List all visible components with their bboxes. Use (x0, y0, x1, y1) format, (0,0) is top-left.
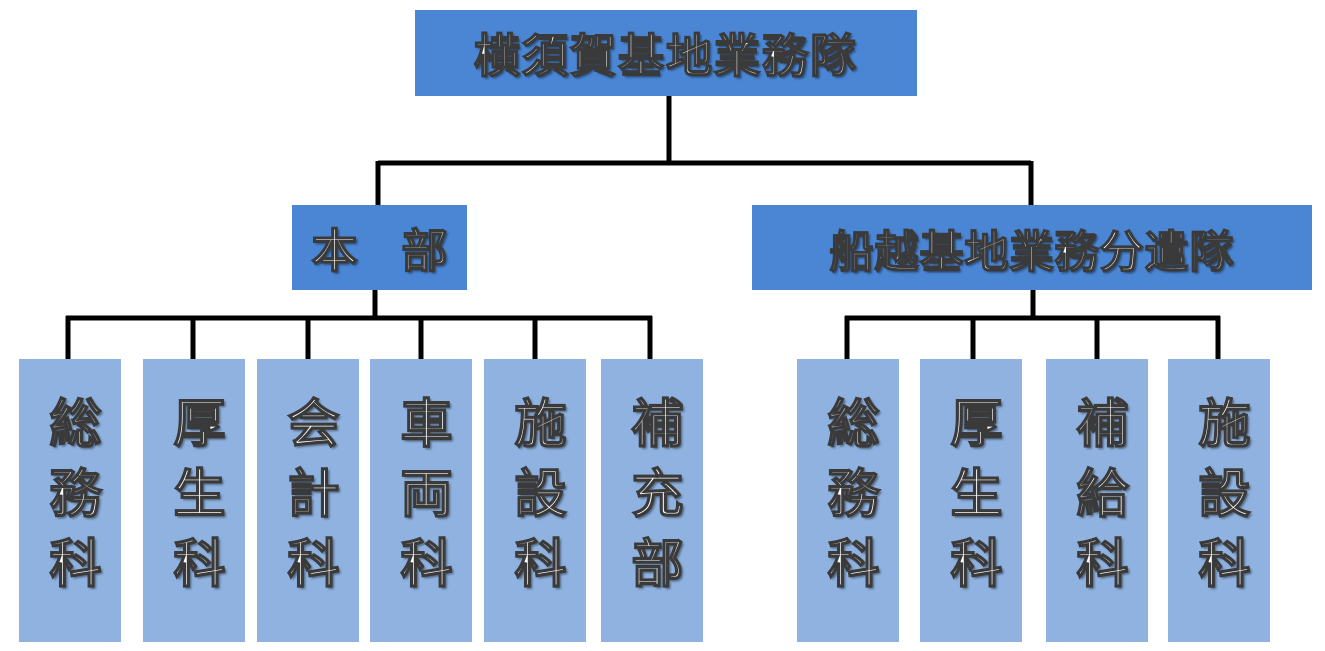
hq-section-soumu: 総務科 (19, 359, 121, 642)
hq-section-hojuu: 補充部 (601, 359, 703, 642)
hq-section-kaikei: 会計科 (257, 359, 359, 642)
section-label: 施設科 (504, 395, 566, 607)
branch-section-hokyuu: 補給科 (1046, 359, 1148, 642)
hq-section-kousei: 厚生科 (143, 359, 245, 642)
section-label: 車両科 (390, 395, 452, 607)
headquarters-box: 本 部 (292, 205, 467, 290)
hq-section-sharyou: 車両科 (370, 359, 472, 642)
section-label: 補充部 (621, 395, 683, 607)
branch-unit-box: 船越基地業務分遣隊 (752, 205, 1312, 290)
branch-section-shisetsu: 施設科 (1168, 359, 1270, 642)
section-label: 会計科 (277, 395, 339, 607)
section-label: 厚生科 (940, 395, 1002, 607)
section-label: 厚生科 (163, 395, 225, 607)
branch-section-soumu: 総務科 (797, 359, 899, 642)
section-label: 補給科 (1066, 395, 1128, 607)
section-label: 総務科 (39, 395, 101, 607)
branch-unit-label: 船越基地業務分遣隊 (829, 226, 1235, 279)
branch-section-kousei: 厚生科 (920, 359, 1022, 642)
hq-section-shisetsu: 施設科 (484, 359, 586, 642)
headquarters-label: 本 部 (311, 223, 462, 279)
root-unit-label: 横須賀基地業務隊 (473, 28, 858, 84)
section-label: 施設科 (1188, 395, 1250, 607)
section-label: 総務科 (817, 395, 879, 607)
root-unit-box: 横須賀基地業務隊 (415, 10, 917, 96)
